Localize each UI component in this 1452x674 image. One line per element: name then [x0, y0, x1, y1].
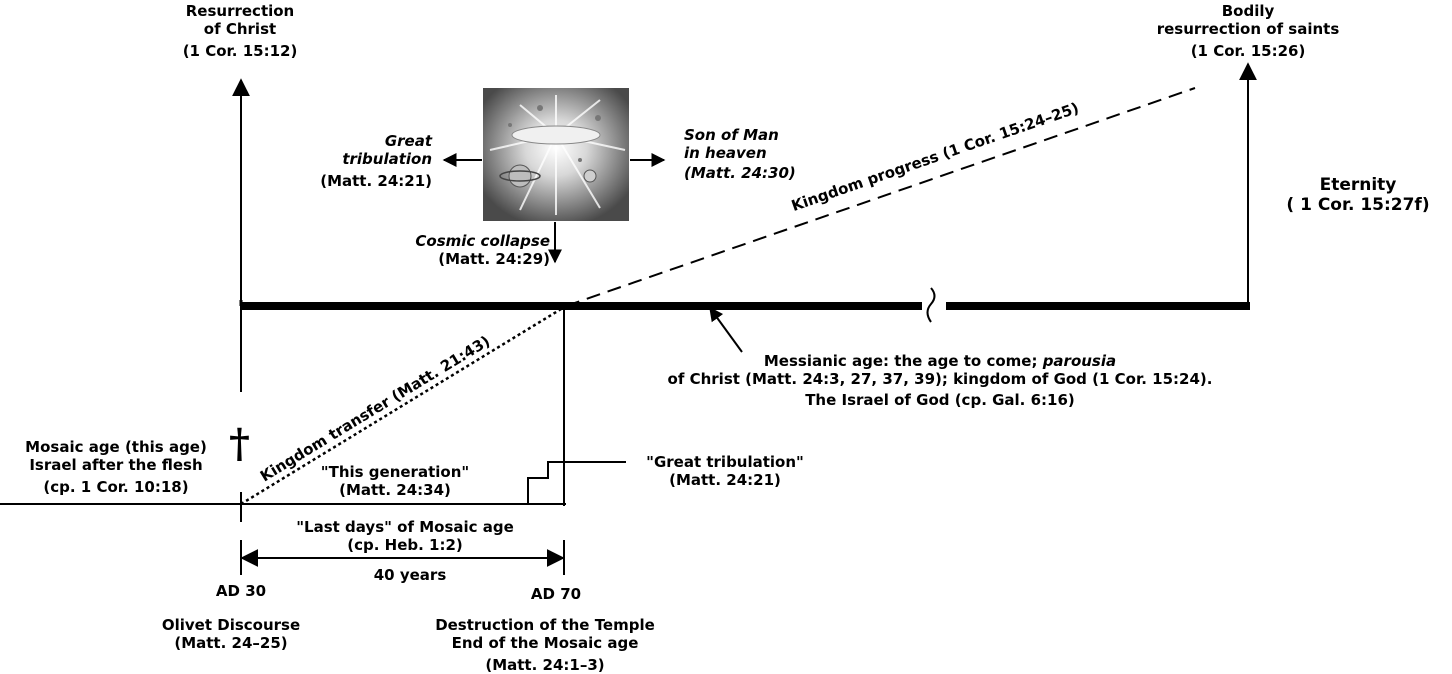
ad30-label: AD 30	[215, 582, 267, 600]
messianic-pointer	[709, 306, 743, 353]
kingdom-progress-line	[565, 87, 1196, 307]
olivet-discourse-label: Olivet Discourse (Matt. 24–25)	[161, 616, 301, 652]
forty-years-label: 40 years	[373, 566, 447, 584]
destruction-temple-label: Destruction of the Temple End of the Mos…	[435, 616, 655, 674]
tribulation-steps	[527, 461, 564, 504]
this-generation-label: "This generation" (Matt. 24:34)	[320, 463, 470, 499]
ad70-label: AD 70	[530, 585, 582, 603]
cosmic-collapse-label: Cosmic collapse (Matt. 24:29)	[415, 232, 550, 268]
bodily-resurrection-label: Bodily resurrection of saints (1 Cor. 15…	[1156, 2, 1340, 60]
mosaic-age-label: Mosaic age (this age) Israel after the f…	[25, 438, 207, 496]
cross-icon: †	[229, 420, 250, 467]
cosmic-collapse-image	[483, 88, 629, 221]
great-tribulation-right-label: "Great tribulation" (Matt. 24:21)	[646, 453, 804, 489]
messianic-age-label: Messianic age: the age to come; parousia…	[667, 352, 1213, 409]
son-of-man-label: Son of Man in heaven (Matt. 24:30)	[684, 126, 796, 182]
resurrection-christ-label: Resurrection of Christ (1 Cor. 15:12)	[182, 2, 298, 60]
eternity-label: Eternity ( 1 Cor. 15:27f)	[1286, 175, 1430, 215]
great-tribulation-left-label: Great tribulation (Matt. 24:21)	[320, 132, 432, 190]
last-days-label: "Last days" of Mosaic age (cp. Heb. 1:2)	[296, 518, 514, 554]
break-symbol	[926, 287, 936, 323]
